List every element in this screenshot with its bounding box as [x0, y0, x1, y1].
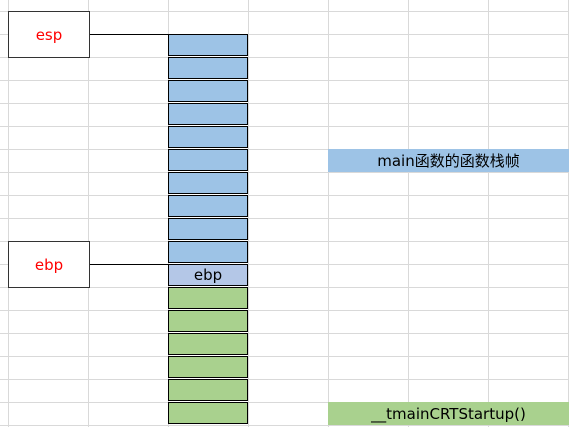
- esp-pointer-line: [90, 34, 168, 35]
- main-frame-legend-label: main函数的函数栈帧: [377, 152, 520, 170]
- main-frame-slot: [168, 34, 248, 56]
- caller-frame-slot: [168, 402, 248, 424]
- ebp-pointer-line: [90, 264, 168, 265]
- caller-frame-slot: [168, 310, 248, 332]
- main-frame-slot: [168, 241, 248, 263]
- ebp-register-box: ebp: [8, 241, 90, 288]
- main-frame-slot: [168, 195, 248, 217]
- main-frame-slot: [168, 126, 248, 148]
- esp-label: esp: [35, 25, 63, 44]
- saved-ebp-slot: ebp: [168, 264, 248, 286]
- caller-frame-slot: [168, 287, 248, 309]
- caller-frame-legend: __tmainCRTStartup(): [328, 402, 569, 425]
- caller-frame-slot: [168, 379, 248, 401]
- main-frame-slot: [168, 103, 248, 125]
- main-frame-slot: [168, 57, 248, 79]
- esp-register-box: esp: [8, 11, 90, 58]
- caller-frame-legend-label: __tmainCRTStartup(): [371, 404, 526, 423]
- caller-frame-slot: [168, 356, 248, 378]
- main-frame-legend: main函数的函数栈帧: [328, 149, 569, 172]
- main-frame-slot: [168, 149, 248, 171]
- main-frame-slot: [168, 218, 248, 240]
- caller-frame-slot: [168, 333, 248, 355]
- main-frame-slot: [168, 172, 248, 194]
- main-frame-slot: [168, 80, 248, 102]
- ebp-label: ebp: [34, 255, 64, 274]
